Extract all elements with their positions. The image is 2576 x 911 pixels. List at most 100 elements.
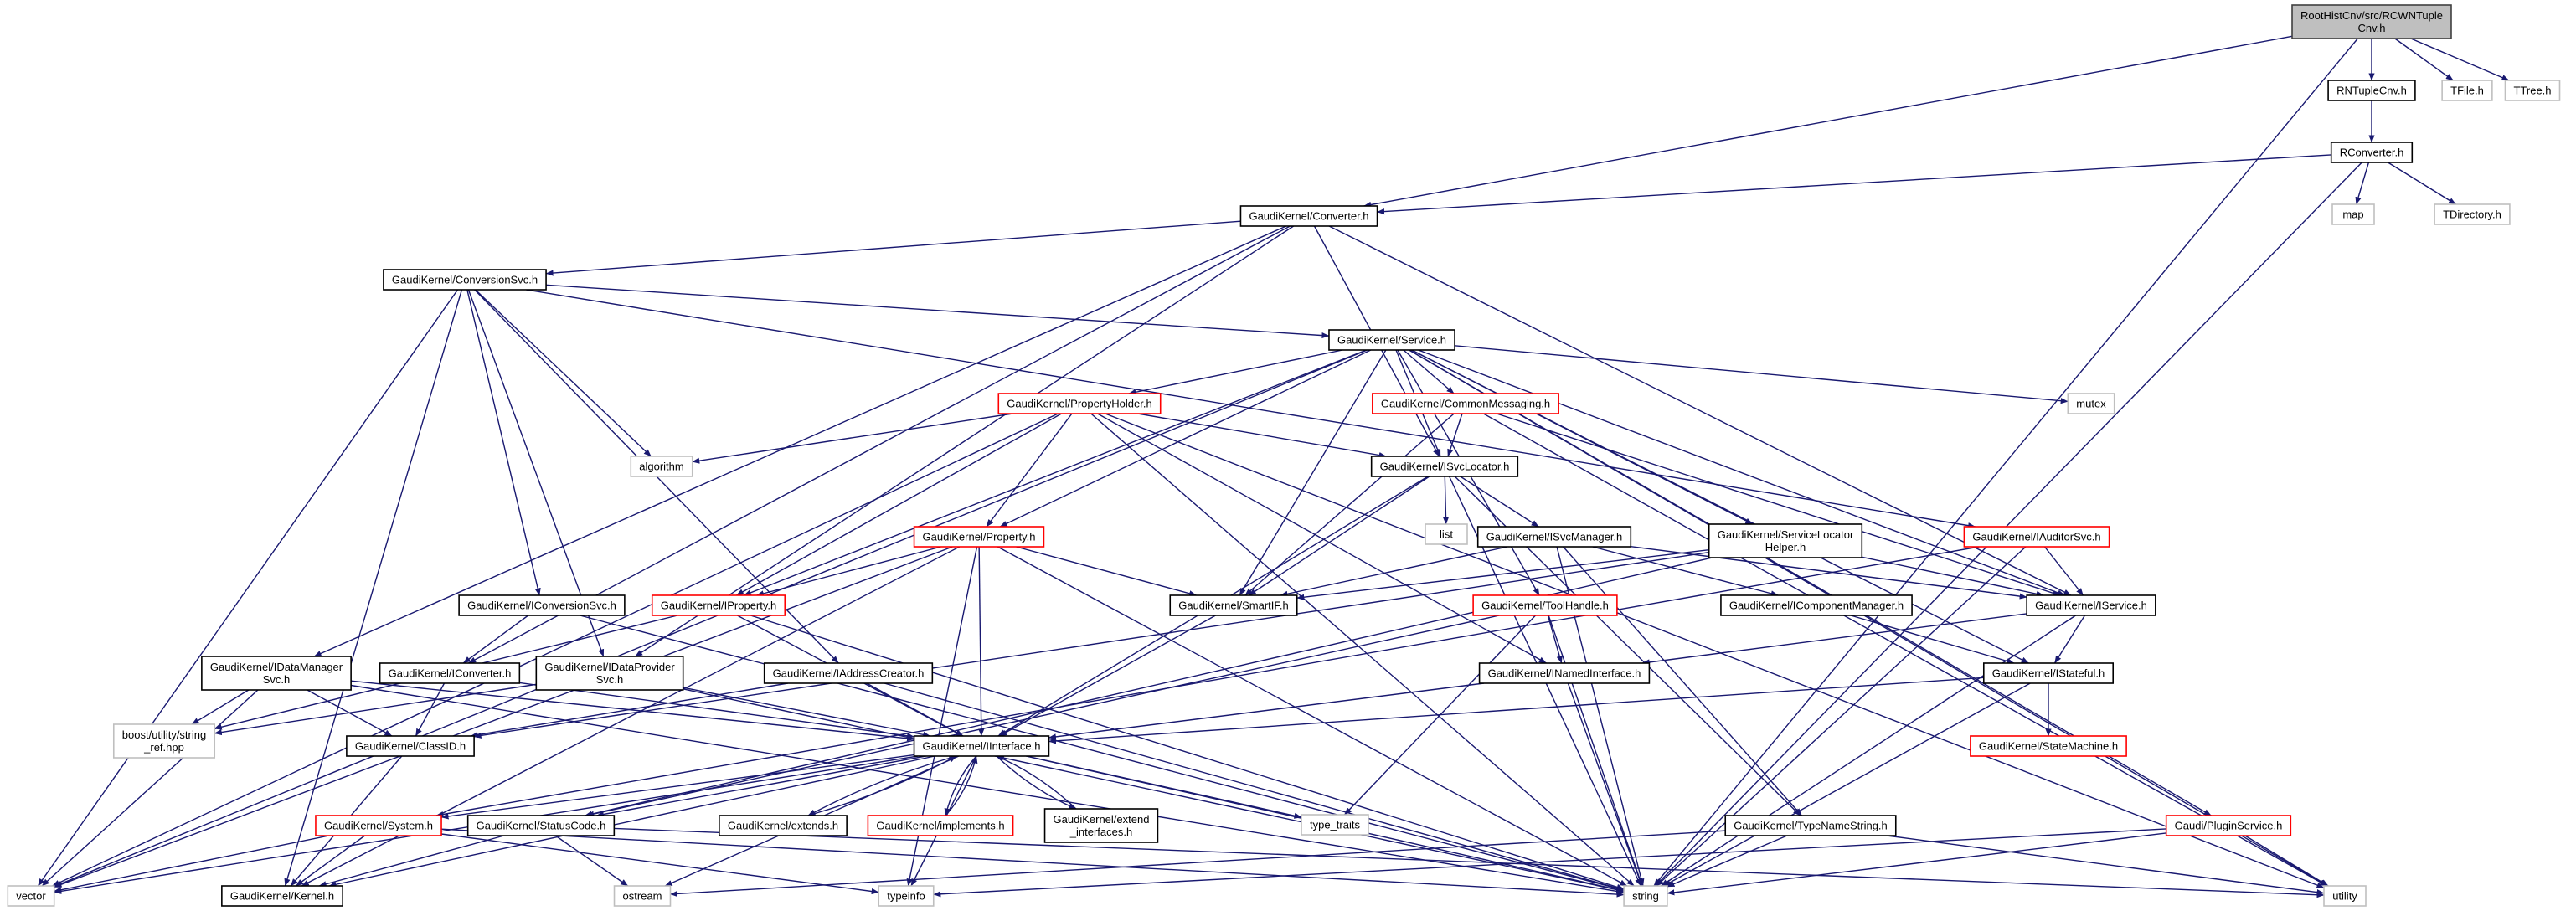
node-box [201, 656, 352, 691]
node-system[interactable]: GaudiKernel/System.h [315, 815, 442, 836]
edge-icomponentmanager-to-istateful [1850, 615, 2015, 665]
node-box [1724, 815, 1897, 836]
node-typenamestring[interactable]: GaudiKernel/TypeNameString.h [1724, 815, 1897, 836]
edge-conversionsvc-to-iauditorsvc [526, 289, 1976, 529]
node-inamedinterface[interactable]: GaudiKernel/INamedInterface.h [1478, 662, 1651, 684]
edge-property-to-iinterface [978, 546, 985, 737]
node-label: GaudiKernel/IConversionSvc.h [467, 600, 616, 612]
node-service[interactable]: GaudiKernel/Service.h [1328, 329, 1455, 351]
node-icomponentmanager[interactable]: GaudiKernel/IComponentManager.h [1720, 594, 1913, 616]
node-smartif[interactable]: GaudiKernel/SmartIF.h [1169, 594, 1298, 616]
node-label: Cnv.h [2358, 22, 2386, 34]
node-box [1372, 393, 1559, 414]
node-propertyholder[interactable]: GaudiKernel/PropertyHolder.h [997, 393, 1162, 414]
header-nodes: RootHistCnv/src/RCWNTupleCnv.hRNTupleCnv… [7, 4, 2561, 907]
edge-propertyholder-to-vector [52, 413, 1059, 887]
node-classid[interactable]: GaudiKernel/ClassID.h [346, 735, 475, 757]
node-conversionsvc[interactable]: GaudiKernel/ConversionSvc.h [383, 269, 547, 291]
edge-line [756, 546, 941, 597]
node-converter[interactable]: GaudiKernel/Converter.h [1239, 205, 1378, 227]
edge-conversionsvc-to-algorithm [475, 289, 652, 457]
edge-line [1496, 413, 2061, 596]
node-istateful[interactable]: GaudiKernel/IStateful.h [1982, 662, 2115, 684]
edge-line [435, 546, 1980, 818]
edge-line [1667, 832, 2166, 896]
edge-line [1248, 476, 1430, 596]
edge-toolhandle-to-statuscode [586, 615, 1500, 817]
edge-line [1403, 349, 1455, 394]
edge-line [214, 683, 537, 736]
node-label: GaudiKernel/Property.h [923, 531, 1036, 543]
node-isvclocator[interactable]: GaudiKernel/ISvcLocator.h [1370, 456, 1519, 477]
node-toolhandle[interactable]: GaudiKernel/ToolHandle.h [1472, 594, 1618, 616]
edge-line [1048, 682, 1485, 740]
edge-line [1656, 546, 2027, 887]
edge-service-to-property [999, 349, 1372, 528]
edge-line [635, 225, 1295, 657]
node-label: GaudiKernel/System.h [324, 820, 433, 832]
node-map: map [2331, 203, 2375, 225]
edge-converter-to-idatamanagersvc [313, 225, 1287, 657]
node-label: typeinfo [887, 890, 925, 903]
node-label: GaudiKernel/IProperty.h [661, 600, 777, 612]
edge-commonmessaging-to-smartif [1244, 413, 1455, 596]
node-label: GaudiKernel/IConverter.h [389, 667, 512, 680]
edge-line [2388, 162, 2456, 205]
node-label: RootHistCnv/src/RCWNTuple [2300, 9, 2443, 22]
edge-line [1048, 677, 1984, 744]
node-box [1043, 808, 1159, 843]
edge-line [1653, 38, 2358, 887]
node-pluginservice[interactable]: Gaudi/PluginService.h [2165, 815, 2292, 836]
node-implements[interactable]: GaudiKernel/implements.h [867, 815, 1014, 836]
node-label: RNTupleCnv.h [2336, 85, 2407, 97]
edge-line [1460, 476, 1539, 528]
node-rconverter[interactable]: RConverter.h [2330, 142, 2414, 163]
node-isvcmanager[interactable]: GaudiKernel/ISvcManager.h [1476, 526, 1632, 548]
node-iauditorsvc[interactable]: GaudiKernel/IAuditorSvc.h [1963, 526, 2110, 548]
node-algorithm: algorithm [630, 456, 693, 477]
edge-line [1655, 162, 2362, 887]
node-label: GaudiKernel/IStateful.h [1992, 667, 2105, 680]
node-extends[interactable]: GaudiKernel/extends.h [719, 815, 848, 836]
node-box [913, 735, 1050, 757]
node-iproperty[interactable]: GaudiKernel/IProperty.h [651, 594, 786, 616]
node-iinterface[interactable]: GaudiKernel/IInterface.h [913, 735, 1050, 757]
edge-extends-to-iinterface [807, 755, 957, 816]
node-box [1169, 594, 1298, 616]
edge-iproperty-to-string [750, 615, 1625, 890]
node-label: TDirectory.h [2443, 208, 2501, 221]
edge-line [1105, 413, 2325, 888]
edge-pluginservice-to-utility [2244, 835, 2329, 887]
edge-system-to-kernel [296, 835, 365, 887]
node-statuscode[interactable]: GaudiKernel/StatusCode.h [466, 815, 616, 836]
edge-rconverter-to-converter [1377, 154, 2331, 215]
node-box [1472, 594, 1618, 616]
edge-line [933, 828, 2166, 898]
node-mutex: mutex [2067, 393, 2115, 414]
node-box [997, 393, 1162, 414]
node-label: ostream [623, 890, 662, 903]
edge-line [41, 689, 259, 887]
node-iservice[interactable]: GaudiKernel/IService.h [2026, 594, 2156, 616]
edge-line [191, 689, 250, 725]
node-extendinterfaces[interactable]: GaudiKernel/extend_interfaces.h [1043, 808, 1159, 843]
node-property[interactable]: GaudiKernel/Property.h [913, 526, 1045, 548]
node-iconverter[interactable]: GaudiKernel/IConverter.h [379, 662, 521, 684]
node-statemachine[interactable]: GaudiKernel/StateMachine.h [1970, 735, 2127, 757]
edge-idatamanagersvc-to-boostref [191, 689, 250, 725]
edge-servicelocatorhelper-to-classid [473, 551, 1709, 739]
edge-commonmessaging-to-isvclocator [1447, 413, 1463, 457]
node-label: GaudiKernel/IDataManager [210, 661, 343, 673]
node-label: Svc.h [596, 673, 624, 686]
edge-service-to-commonmessaging [1403, 349, 1455, 394]
edge-line [1483, 413, 2327, 887]
node-rntuplecnv[interactable]: RNTupleCnv.h [2327, 80, 2416, 101]
node-iaddresscreator[interactable]: GaudiKernel/IAddressCreator.h [763, 662, 934, 684]
node-iconversionsvc[interactable]: GaudiKernel/IConversionSvc.h [458, 594, 626, 616]
edge-line [997, 546, 1628, 887]
node-commonmessaging[interactable]: GaudiKernel/CommonMessaging.h [1372, 393, 1559, 414]
node-kernel[interactable]: GaudiKernel/Kernel.h [221, 885, 343, 907]
